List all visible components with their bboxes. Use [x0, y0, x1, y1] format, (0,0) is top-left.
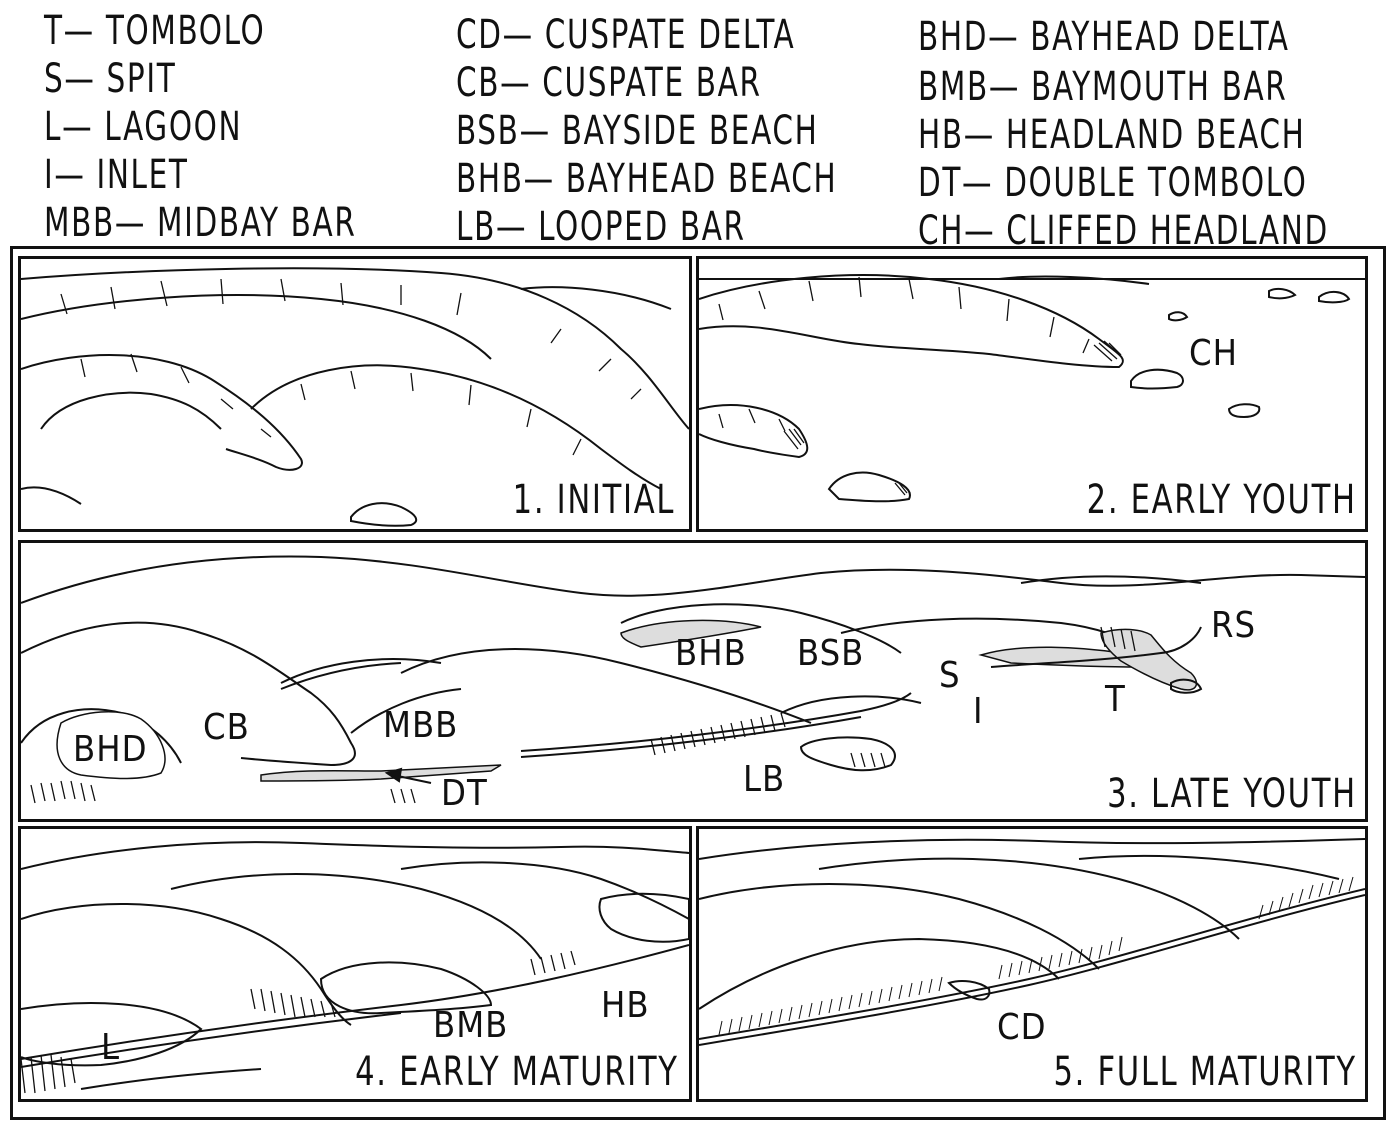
label-double-tombolo: DT [441, 773, 488, 814]
label-bayhead-beach: BHB [675, 633, 747, 674]
panel-initial: 1. INITIAL [18, 256, 692, 532]
panel-early-youth-drawing [699, 274, 1365, 503]
legend-item-spit: S— SPIT [44, 56, 177, 102]
panel-early-maturity-drawing [21, 841, 689, 1094]
legend-item-looped-bar: LB— LOOPED BAR [456, 204, 746, 250]
panel-early-youth-caption: 2. EARLY YOUTH [1086, 477, 1357, 523]
legend-item-tombolo: T— TOMBOLO [44, 8, 266, 54]
panel-full-maturity-caption: 5. FULL MATURITY [1053, 1049, 1357, 1095]
label-inlet: I [973, 691, 984, 732]
label-rs: RS [1211, 605, 1257, 646]
panel-late-youth-drawing [21, 555, 1365, 804]
panel-full-maturity: CD 5. FULL MATURITY [696, 826, 1368, 1102]
panel-initial-drawing [21, 267, 689, 527]
legend-item-bayhead-delta: BHD— BAYHEAD DELTA [918, 14, 1290, 60]
label-cliffed-headland: CH [1189, 333, 1238, 374]
legend-item-midbay-bar: MBB— MIDBAY BAR [44, 200, 357, 246]
panel-early-maturity: L BMB HB 4. EARLY MATURITY [18, 826, 692, 1102]
panel-early-youth: CH 2. EARLY YOUTH [696, 256, 1368, 532]
label-tombolo: T [1105, 679, 1126, 720]
label-lagoon: L [101, 1027, 121, 1068]
panel-late-youth: BHB BSB S RS I T CB MBB BHD DT LB 3. LAT… [18, 540, 1368, 822]
figure-frame [10, 246, 1386, 1120]
panel-initial-caption: 1. INITIAL [512, 477, 675, 523]
legend: T— TOMBOLO S— SPIT L— LAGOON I— INLET MB… [0, 8, 1394, 254]
legend-item-double-tombolo: DT— DOUBLE TOMBOLO [918, 160, 1308, 206]
label-bayside-beach: BSB [797, 633, 865, 674]
legend-item-bayside-beach: BSB— BAYSIDE BEACH [456, 108, 819, 154]
label-baymouth-bar: BMB [433, 1005, 509, 1046]
legend-item-cuspate-bar: CB— CUSPATE BAR [456, 60, 762, 106]
label-bayhead-delta: BHD [73, 729, 148, 770]
legend-item-baymouth-bar: BMB— BAYMOUTH BAR [918, 64, 1288, 110]
panel-full-maturity-drawing [699, 838, 1365, 1046]
legend-item-cuspate-delta: CD— CUSPATE DELTA [456, 12, 796, 58]
label-headland-beach: HB [601, 985, 650, 1026]
panel-early-maturity-caption: 4. EARLY MATURITY [355, 1049, 679, 1095]
legend-item-headland-beach: HB— HEADLAND BEACH [918, 112, 1306, 158]
label-spit: S [939, 655, 961, 696]
label-looped-bar: LB [743, 759, 786, 800]
label-midbay-bar: MBB [383, 705, 459, 746]
legend-item-lagoon: L— LAGOON [44, 104, 243, 150]
panel-late-youth-caption: 3. LATE YOUTH [1107, 771, 1357, 817]
label-cuspate-delta: CD [997, 1007, 1047, 1048]
legend-item-bayhead-beach: BHB— BAYHEAD BEACH [456, 156, 838, 202]
legend-item-inlet: I— INLET [44, 152, 189, 198]
label-cuspate-bar: CB [203, 707, 250, 748]
